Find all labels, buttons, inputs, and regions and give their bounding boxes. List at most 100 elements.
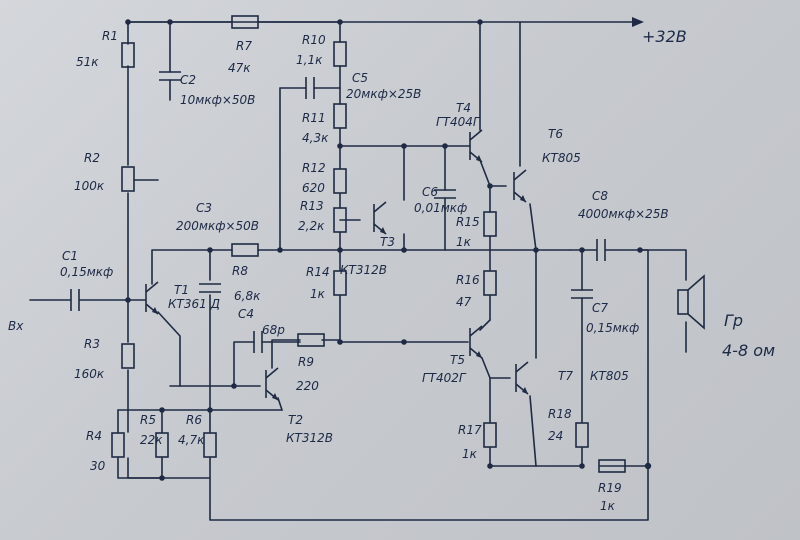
label-t3-ref: T3 [380, 235, 395, 249]
label-r8-value: 6,8к [234, 289, 261, 303]
capacitor-c8 [596, 239, 606, 261]
transistor-t2 [265, 367, 279, 401]
label-r3-value: 160к [74, 367, 105, 381]
label-r2-value: 100к [74, 179, 105, 193]
capacitors [70, 71, 606, 353]
label-c1-ref: C1 [62, 249, 78, 263]
wires [29, 17, 687, 521]
label-r13-value: 2,2к [298, 219, 325, 233]
resistor-r14 [333, 270, 347, 296]
resistor-r12 [333, 168, 347, 194]
label-c2-value: 10мкф×50В [180, 93, 255, 107]
label-r15-ref: R15 [456, 215, 480, 229]
transistor-t1 [145, 281, 159, 315]
label-r6-value: 4,7к [178, 433, 205, 447]
resistor-r2 [121, 166, 135, 192]
resistor-r5 [155, 432, 169, 458]
label-t7-ref: T7 [558, 369, 573, 383]
label-c1-value: 0,15мкф [60, 265, 113, 279]
label-c5-value: 20мкф×25В [346, 87, 421, 101]
label-r1-ref: R1 [102, 29, 118, 43]
resistor-r18 [575, 422, 589, 448]
label-t2-ref: T2 [288, 413, 303, 427]
resistor-r11 [333, 103, 347, 129]
label-r14-value: 1к [310, 287, 326, 301]
labels: +32В Вх Гр 4-8 ом [8, 27, 775, 360]
label-r11-value: 4,3к [302, 131, 329, 145]
label-t5-ref: T5 [450, 353, 465, 367]
label-c7-ref: C7 [592, 301, 608, 315]
supply-label: +32В [642, 27, 687, 46]
label-r14-ref: R14 [306, 265, 330, 279]
label-r5-value: 22к [140, 433, 163, 447]
label-t6-value: КТ805 [542, 151, 581, 165]
capacitor-c7 [571, 289, 593, 299]
label-r7-value: 47к [228, 61, 251, 75]
transistor-t3 [373, 201, 387, 235]
label-c3-value: 200мкф×50В [176, 219, 259, 233]
label-c7-value: 0,15мкф [586, 321, 639, 335]
label-r6-ref: R6 [186, 413, 202, 427]
label-t3-value: КТ312В [340, 263, 387, 277]
speaker-ref: Гр [724, 311, 743, 330]
capacitor-c5 [305, 77, 315, 99]
resistor-r13 [333, 207, 347, 233]
label-r10-value: 1,1к [296, 53, 323, 67]
resistor-r19 [598, 459, 626, 473]
supply-arrow-icon [632, 17, 644, 27]
label-r16-ref: R16 [456, 273, 480, 287]
label-r11-ref: R11 [302, 111, 326, 125]
label-r2-ref: R2 [84, 151, 100, 165]
label-t1-ref: T1 [174, 283, 189, 297]
resistor-r9 [297, 333, 325, 347]
speaker-icon [677, 274, 705, 330]
resistor-r7 [231, 15, 259, 29]
label-c6-value: 0,01мкф [414, 201, 467, 215]
label-r18-value: 24 [548, 429, 563, 443]
resistor-r4 [111, 432, 125, 458]
resistor-r17 [483, 422, 497, 448]
label-r17-value: 1к [462, 447, 478, 461]
label-c4-ref: C4 [238, 307, 254, 321]
transistors [145, 129, 529, 401]
label-r1-value: 51к [76, 55, 99, 69]
label-t4-value: ГТ404Г [436, 115, 481, 129]
label-r12-ref: R12 [302, 161, 326, 175]
label-r4-ref: R4 [86, 429, 102, 443]
capacitor-c1 [70, 289, 80, 311]
capacitor-c3 [199, 283, 221, 293]
transistor-t7 [515, 361, 529, 395]
label-t1-value: КТ361 Д [168, 297, 220, 311]
label-r19-value: 1к [600, 499, 616, 513]
label-r9-ref: R9 [298, 355, 314, 369]
capacitor-c4 [253, 331, 263, 353]
label-t6-ref: T6 [548, 127, 563, 141]
component-labels: R151кR2100кR3160кR430R522кR64,7кR747кR86… [60, 29, 669, 513]
label-t4-ref: T4 [456, 101, 471, 115]
label-r7-ref: R7 [236, 39, 252, 53]
label-r15-value: 1к [456, 235, 472, 249]
resistor-r6 [203, 432, 217, 458]
resistor-r8 [231, 243, 259, 257]
label-r10-ref: R10 [302, 33, 326, 47]
resistor-r1 [121, 42, 135, 68]
label-r13-ref: R13 [300, 199, 324, 213]
resistor-r3 [121, 343, 135, 369]
resistor-r10 [333, 41, 347, 67]
label-r18-ref: R18 [548, 407, 572, 421]
label-c5-ref: C5 [352, 71, 368, 85]
label-t2-value: КТ312В [286, 431, 333, 445]
label-r5-ref: R5 [140, 413, 156, 427]
label-r19-ref: R19 [598, 481, 622, 495]
label-r8-ref: R8 [232, 264, 248, 278]
speaker-value: 4-8 ом [722, 341, 775, 360]
junction-dots [125, 19, 652, 481]
input-label: Вх [8, 319, 24, 333]
label-c8-ref: C8 [592, 189, 608, 203]
transistor-t4 [469, 129, 483, 163]
label-t7-value: КТ805 [590, 369, 629, 383]
label-c3-ref: C3 [196, 201, 212, 215]
label-c2-ref: C2 [180, 73, 196, 87]
